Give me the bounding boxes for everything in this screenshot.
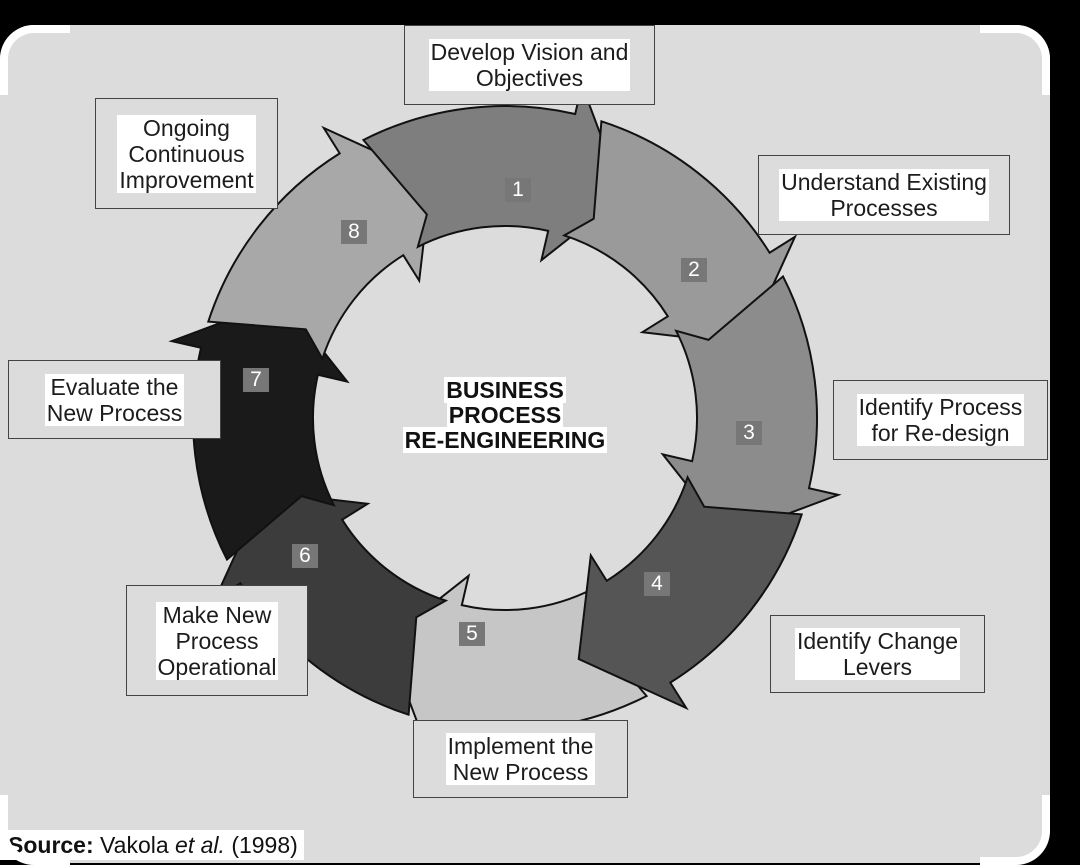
step-2-label-box: Understand Existing Processes [758, 155, 1010, 235]
step-2-number: 2 [681, 258, 707, 282]
corner-top-left [0, 25, 70, 95]
center-line-3: RE-ENGINEERING [402, 427, 608, 453]
step-3-number: 3 [736, 421, 762, 445]
step-7-label: Evaluate the New Process [44, 373, 185, 426]
step-4-label-box: Identify Change Levers [770, 615, 985, 693]
source-etal: et al. [175, 832, 225, 858]
step-6-label-box: Make New Process Operational [126, 585, 308, 696]
step-4-label: Identify Change Levers [794, 628, 961, 680]
step-8-label-box: Ongoing Continuous Improvement [95, 98, 278, 209]
step-1-number: 1 [505, 178, 531, 202]
center-title: BUSINESS PROCESS RE-ENGINEERING [380, 377, 630, 453]
step-7-label-box: Evaluate the New Process [8, 360, 221, 439]
step-8-number: 8 [341, 220, 367, 244]
source-author: Vakola [100, 832, 169, 858]
step-6-label: Make New Process Operational [155, 601, 279, 680]
source-year: (1998) [231, 832, 298, 858]
step-4-number: 4 [644, 572, 670, 596]
center-line-2: PROCESS [446, 402, 564, 428]
step-3-label-box: Identify Process for Re-design [833, 380, 1048, 460]
step-2-label: Understand Existing Processes [779, 169, 989, 221]
step-5-number: 5 [459, 622, 485, 646]
corner-bottom-left [0, 795, 70, 865]
corner-bottom-right [980, 795, 1050, 865]
step-1-label: Develop Vision and Objectives [428, 39, 631, 91]
center-line-1: BUSINESS [444, 377, 566, 403]
corner-top-right [980, 25, 1050, 95]
step-3-label: Identify Process for Re-design [856, 394, 1025, 446]
step-5-label-box: Implement the New Process [413, 720, 628, 798]
step-4-arrow [577, 474, 804, 711]
step-7-number: 7 [243, 368, 269, 392]
step-8-label: Ongoing Continuous Improvement [117, 114, 256, 193]
step-1-label-box: Develop Vision and Objectives [404, 25, 655, 105]
step-6-number: 6 [292, 544, 318, 568]
step-5-label: Implement the New Process [445, 733, 596, 785]
